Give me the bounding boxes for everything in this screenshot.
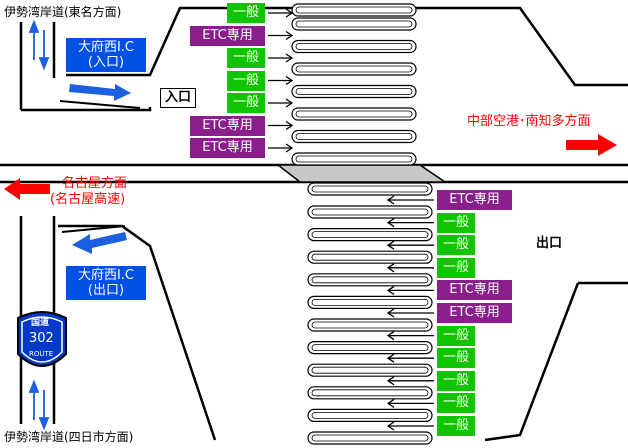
lane-arrow-head: [285, 143, 294, 153]
exit-gate-general-7: 一般: [437, 348, 475, 369]
lane-arrow-head: [386, 218, 395, 228]
toll-island: [291, 39, 417, 54]
lane-arrow-head: [386, 263, 395, 273]
entrance-gate-etc-5: ETC専用: [190, 115, 265, 136]
entrance-ic-type: (入口): [87, 55, 125, 70]
toll-island-inner: [311, 366, 429, 374]
toll-island-inner: [295, 65, 413, 73]
exit-ic-type: (出口): [87, 283, 125, 298]
entrance-flow-arrow: [69, 84, 131, 101]
toll-island: [307, 228, 433, 242]
exit-gate-general-6: 一般: [437, 325, 475, 346]
lane-arrow-head: [386, 398, 395, 408]
toll-island: [291, 152, 417, 166]
toll-island: [291, 3, 417, 17]
lane-arrow-head: [285, 120, 294, 131]
toll-island-inner: [311, 185, 429, 193]
toll-island: [307, 386, 433, 400]
toll-island: [307, 341, 433, 355]
entrance-label: 入口: [160, 88, 197, 108]
entrance-gate-etc-6: ETC専用: [190, 138, 265, 158]
entrance-ic-name: 大府西I.C: [77, 40, 135, 55]
toll-island: [307, 250, 433, 264]
top-left-route-label: 伊勢湾岸道(東名方面): [4, 5, 122, 19]
westbound-direction-line2: (名古屋高速): [50, 192, 126, 207]
toll-island: [307, 295, 433, 309]
exit-flow-arrow: [72, 232, 127, 254]
toll-island-inner: [295, 155, 413, 163]
exit-label: 出口: [532, 235, 567, 253]
exit-gate-etc-4: ETC専用: [437, 280, 512, 301]
toll-island-inner: [295, 6, 413, 14]
lane-arrow-head: [285, 75, 294, 86]
toll-island-inner: [311, 434, 429, 442]
toll-island: [291, 129, 417, 144]
toll-island-inner: [311, 231, 429, 239]
exit-gate-general-9: 一般: [437, 393, 475, 414]
lane-arrow-head: [386, 376, 395, 386]
lane-arrow-head: [285, 98, 294, 108]
lane-arrow-head: [386, 353, 395, 363]
toll-island-inner: [295, 133, 413, 140]
westbound-direction-line1: 名古屋方面: [62, 176, 128, 191]
toll-island: [307, 431, 433, 445]
toll-island-inner: [295, 88, 413, 95]
toll-island: [307, 273, 433, 287]
entrance-gate-general-0: 一般: [227, 3, 265, 23]
toll-island: [291, 84, 417, 99]
toll-island-inner: [295, 43, 413, 50]
exit-gate-general-3: 一般: [437, 257, 475, 278]
toll-island: [307, 182, 433, 196]
toll-island: [307, 318, 433, 332]
entrance-ic-box: 大府西I.C (入口): [66, 38, 146, 72]
toll-island-inner: [295, 110, 413, 118]
lane-arrow-head: [386, 240, 395, 250]
lane-arrow-head: [386, 331, 395, 341]
toll-island-inner: [311, 321, 429, 329]
shield-bottom-text: ROUTE: [29, 350, 54, 358]
toll-island-inner: [311, 298, 429, 306]
lane-arrow-head: [386, 421, 395, 431]
toll-island-inner: [311, 253, 429, 261]
exit-gate-general-1: 一般: [437, 212, 475, 233]
toll-island-inner: [311, 208, 429, 216]
bottom-left-route-label: 伊勢湾岸道(四日市方面): [4, 430, 134, 444]
eastbound-direction-label: 中部空港･南知多方面: [467, 114, 591, 129]
entrance-gate-general-4: 一般: [227, 93, 265, 113]
exit-gate-etc-0: ETC専用: [437, 190, 512, 210]
exit-gate-general-2: 一般: [437, 235, 475, 256]
lane-arrow-head: [285, 30, 294, 41]
toll-island: [307, 363, 433, 377]
toll-island-inner: [295, 20, 413, 28]
toll-island: [291, 62, 417, 76]
toll-island-inner: [311, 411, 429, 419]
exit-ic-name: 大府西I.C: [77, 268, 135, 283]
toll-island-inner: [311, 344, 429, 352]
eastbound-arrow: [566, 134, 617, 156]
toll-island: [291, 17, 417, 31]
lane-arrow-head: [386, 285, 395, 295]
lane-arrow-head: [386, 195, 395, 205]
exit-gate-etc-5: ETC専用: [437, 303, 512, 323]
westbound-arrow: [4, 178, 50, 200]
toll-island-inner: [311, 276, 429, 284]
lane-arrow-head: [285, 53, 294, 63]
route-302-shield-icon: [17, 311, 67, 367]
toll-island: [307, 205, 433, 219]
lane-arrow-head: [285, 8, 294, 18]
entrance-gate-etc-1: ETC専用: [190, 25, 265, 46]
exit-gate-general-8: 一般: [437, 370, 475, 391]
entrance-gate-general-3: 一般: [227, 70, 265, 91]
exit-ic-box: 大府西I.C (出口): [66, 266, 146, 300]
shield-number-text: 302: [29, 331, 54, 346]
toll-island: [307, 408, 433, 422]
toll-island: [291, 107, 417, 121]
exit-gate-general-10: 一般: [437, 416, 475, 436]
shield-top-text: 国道: [31, 318, 50, 328]
lane-arrow-head: [386, 308, 395, 318]
toll-island-inner: [311, 389, 429, 397]
entrance-gate-general-2: 一般: [227, 48, 265, 68]
